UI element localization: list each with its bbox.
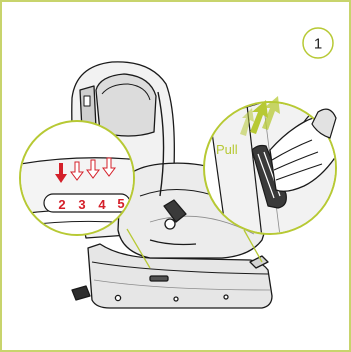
pull-label: Pull xyxy=(216,142,238,157)
position-5: 5 xyxy=(117,196,124,211)
position-2: 2 xyxy=(58,197,65,212)
position-4: 4 xyxy=(98,197,106,212)
step-number-badge: 1 xyxy=(303,28,333,58)
step-number: 1 xyxy=(314,36,322,53)
position-3: 3 xyxy=(78,197,85,212)
